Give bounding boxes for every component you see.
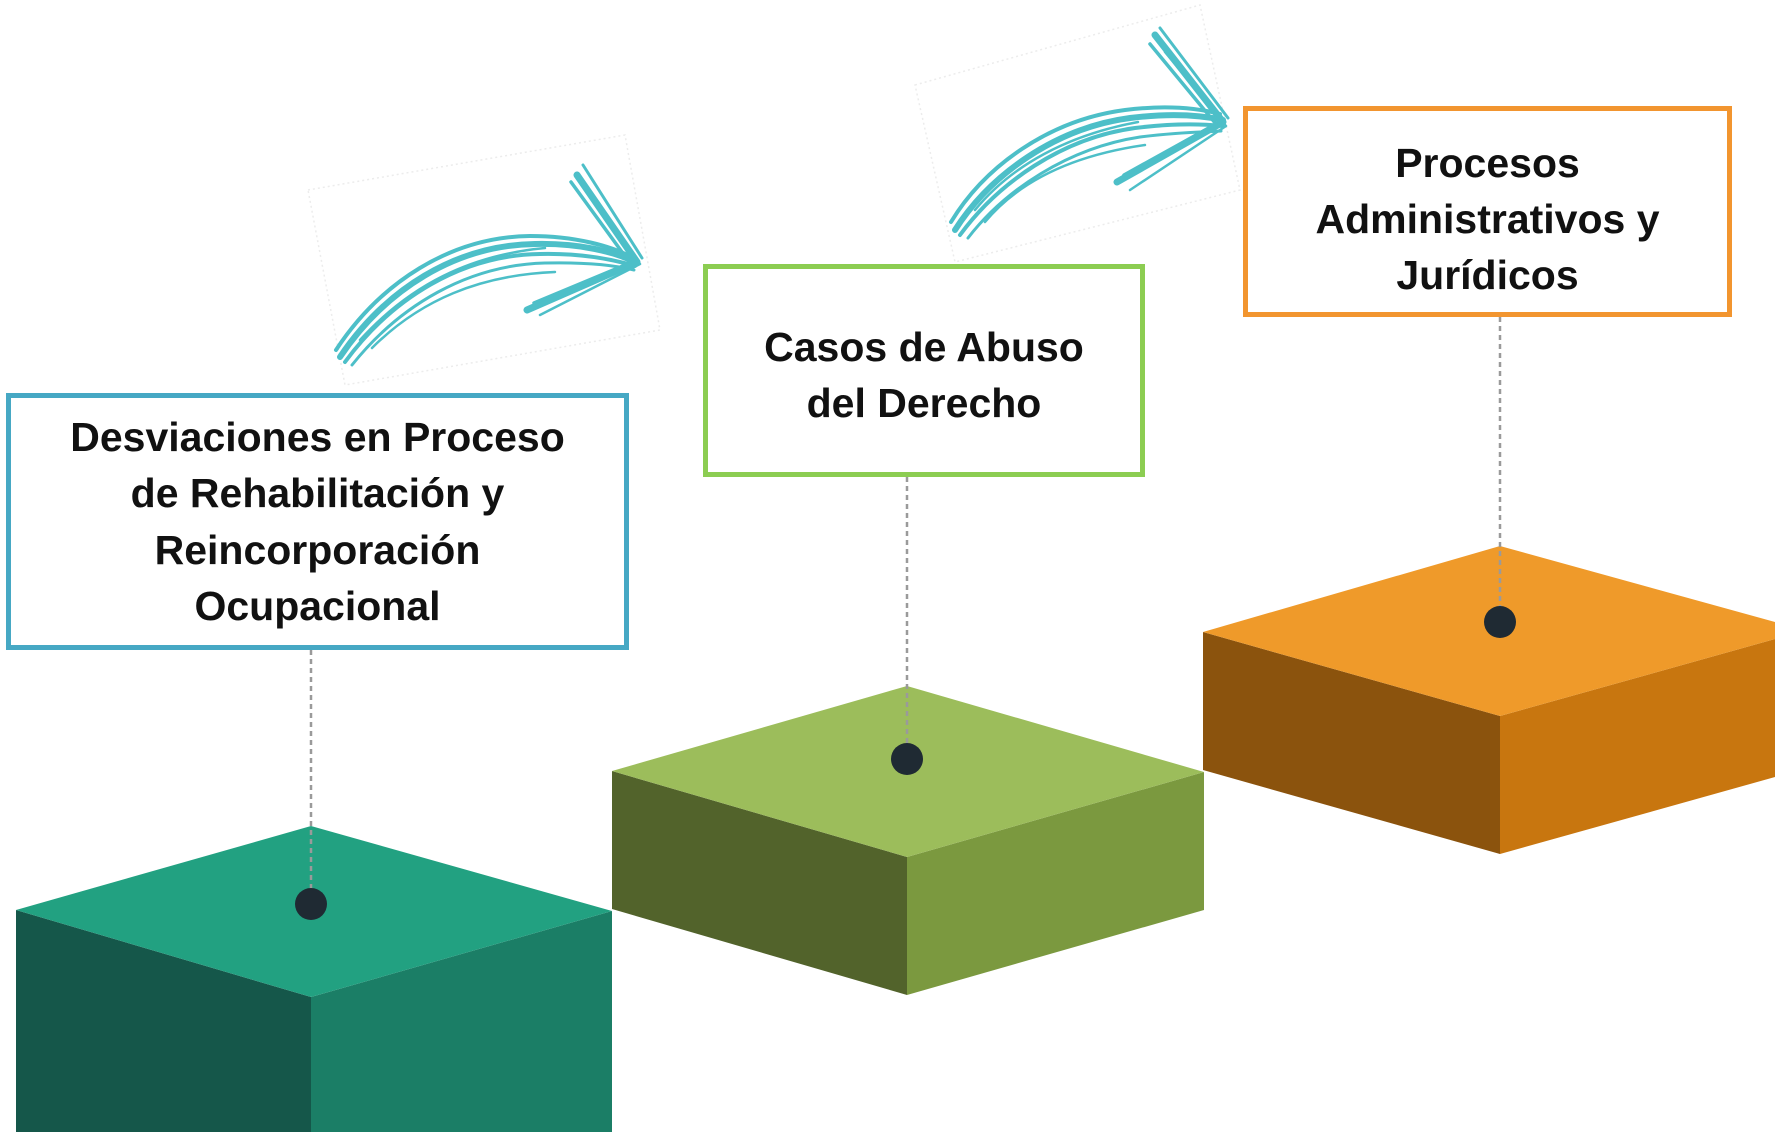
step-label-text-1: Desviaciones en Proceso de Rehabilitació… <box>70 414 565 629</box>
step-label-box-2: Casos de Abuso del Derecho <box>703 264 1145 477</box>
step-dot-3 <box>1484 606 1516 638</box>
step-block-3 <box>1203 546 1775 854</box>
step-block-3-right-face <box>1500 639 1775 854</box>
step-dot-2 <box>891 743 923 775</box>
step-block-1-left-face <box>16 910 311 1132</box>
step-block-1 <box>16 826 612 1132</box>
arrow-1 <box>334 163 644 367</box>
step-label-text-2: Casos de Abuso del Derecho <box>764 324 1084 427</box>
step-block-1-right-face <box>311 911 612 1132</box>
step-block-2-left-face <box>612 771 907 995</box>
step-label-box-1: Desviaciones en Proceso de Rehabilitació… <box>6 393 629 650</box>
step-dot-1 <box>295 888 327 920</box>
step-block-3-left-face <box>1203 632 1500 854</box>
arrow-2 <box>949 26 1230 240</box>
step-block-2-right-face <box>907 772 1204 995</box>
step-label-box-3: Procesos Administrativos y Jurídicos <box>1243 106 1732 317</box>
step-label-text-3: Procesos Administrativos y Jurídicos <box>1315 140 1660 299</box>
